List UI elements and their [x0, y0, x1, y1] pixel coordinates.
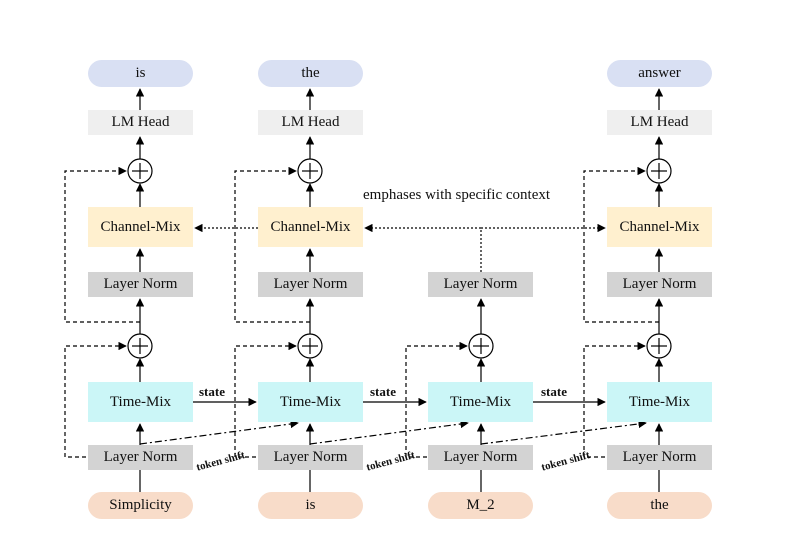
lm-head-4: LM Head: [607, 110, 712, 135]
residual-lower-4: [583, 341, 646, 458]
layer-norm-bottom-1: Layer Norm: [88, 445, 193, 470]
residual-lower-3: [405, 341, 468, 458]
lm-head-2: LM Head: [258, 110, 363, 135]
token-shift-arrow-2: [309, 419, 469, 445]
layer-norm-bottom-3: Layer Norm: [428, 445, 533, 470]
output-token-4: answer: [607, 60, 712, 87]
time-mix-2: Time-Mix: [258, 382, 363, 422]
context-annotation: emphases with specific context: [363, 187, 551, 203]
input-token-4: the: [607, 492, 712, 519]
channel-mix-1: Channel-Mix: [88, 207, 193, 247]
channel-mix-4: Channel-Mix: [607, 207, 712, 247]
input-token-1: Simplicity: [88, 492, 193, 519]
state-label-3: state: [541, 384, 567, 399]
channel-mix-2: Channel-Mix: [258, 207, 363, 247]
layer-norm-bottom-4: Layer Norm: [607, 445, 712, 470]
token-shift-arrow-1: [139, 419, 299, 445]
residual-lower-1: [64, 341, 127, 458]
time-mix-4: Time-Mix: [607, 382, 712, 422]
token-shift-arrow-3: [480, 419, 647, 445]
time-mix-1: Time-Mix: [88, 382, 193, 422]
state-label-1: state: [199, 384, 225, 399]
input-token-3: M_2: [428, 492, 533, 519]
output-token-2: the: [258, 60, 363, 87]
state-label-2: state: [370, 384, 396, 399]
lm-head-1: LM Head: [88, 110, 193, 135]
output-token-1: is: [88, 60, 193, 87]
layer-norm-top-4: Layer Norm: [607, 272, 712, 297]
time-mix-3: Time-Mix: [428, 382, 533, 422]
layer-norm-bottom-2: Layer Norm: [258, 445, 363, 470]
residual-upper-2: [234, 166, 310, 323]
layer-norm-top-1: Layer Norm: [88, 272, 193, 297]
layer-norm-top-2: Layer Norm: [258, 272, 363, 297]
residual-lower-2: [234, 341, 297, 458]
layer-norm-top-3: Layer Norm: [428, 272, 533, 297]
residual-upper-1: [64, 166, 140, 323]
input-token-2: is: [258, 492, 363, 519]
residual-upper-3: [583, 166, 659, 323]
